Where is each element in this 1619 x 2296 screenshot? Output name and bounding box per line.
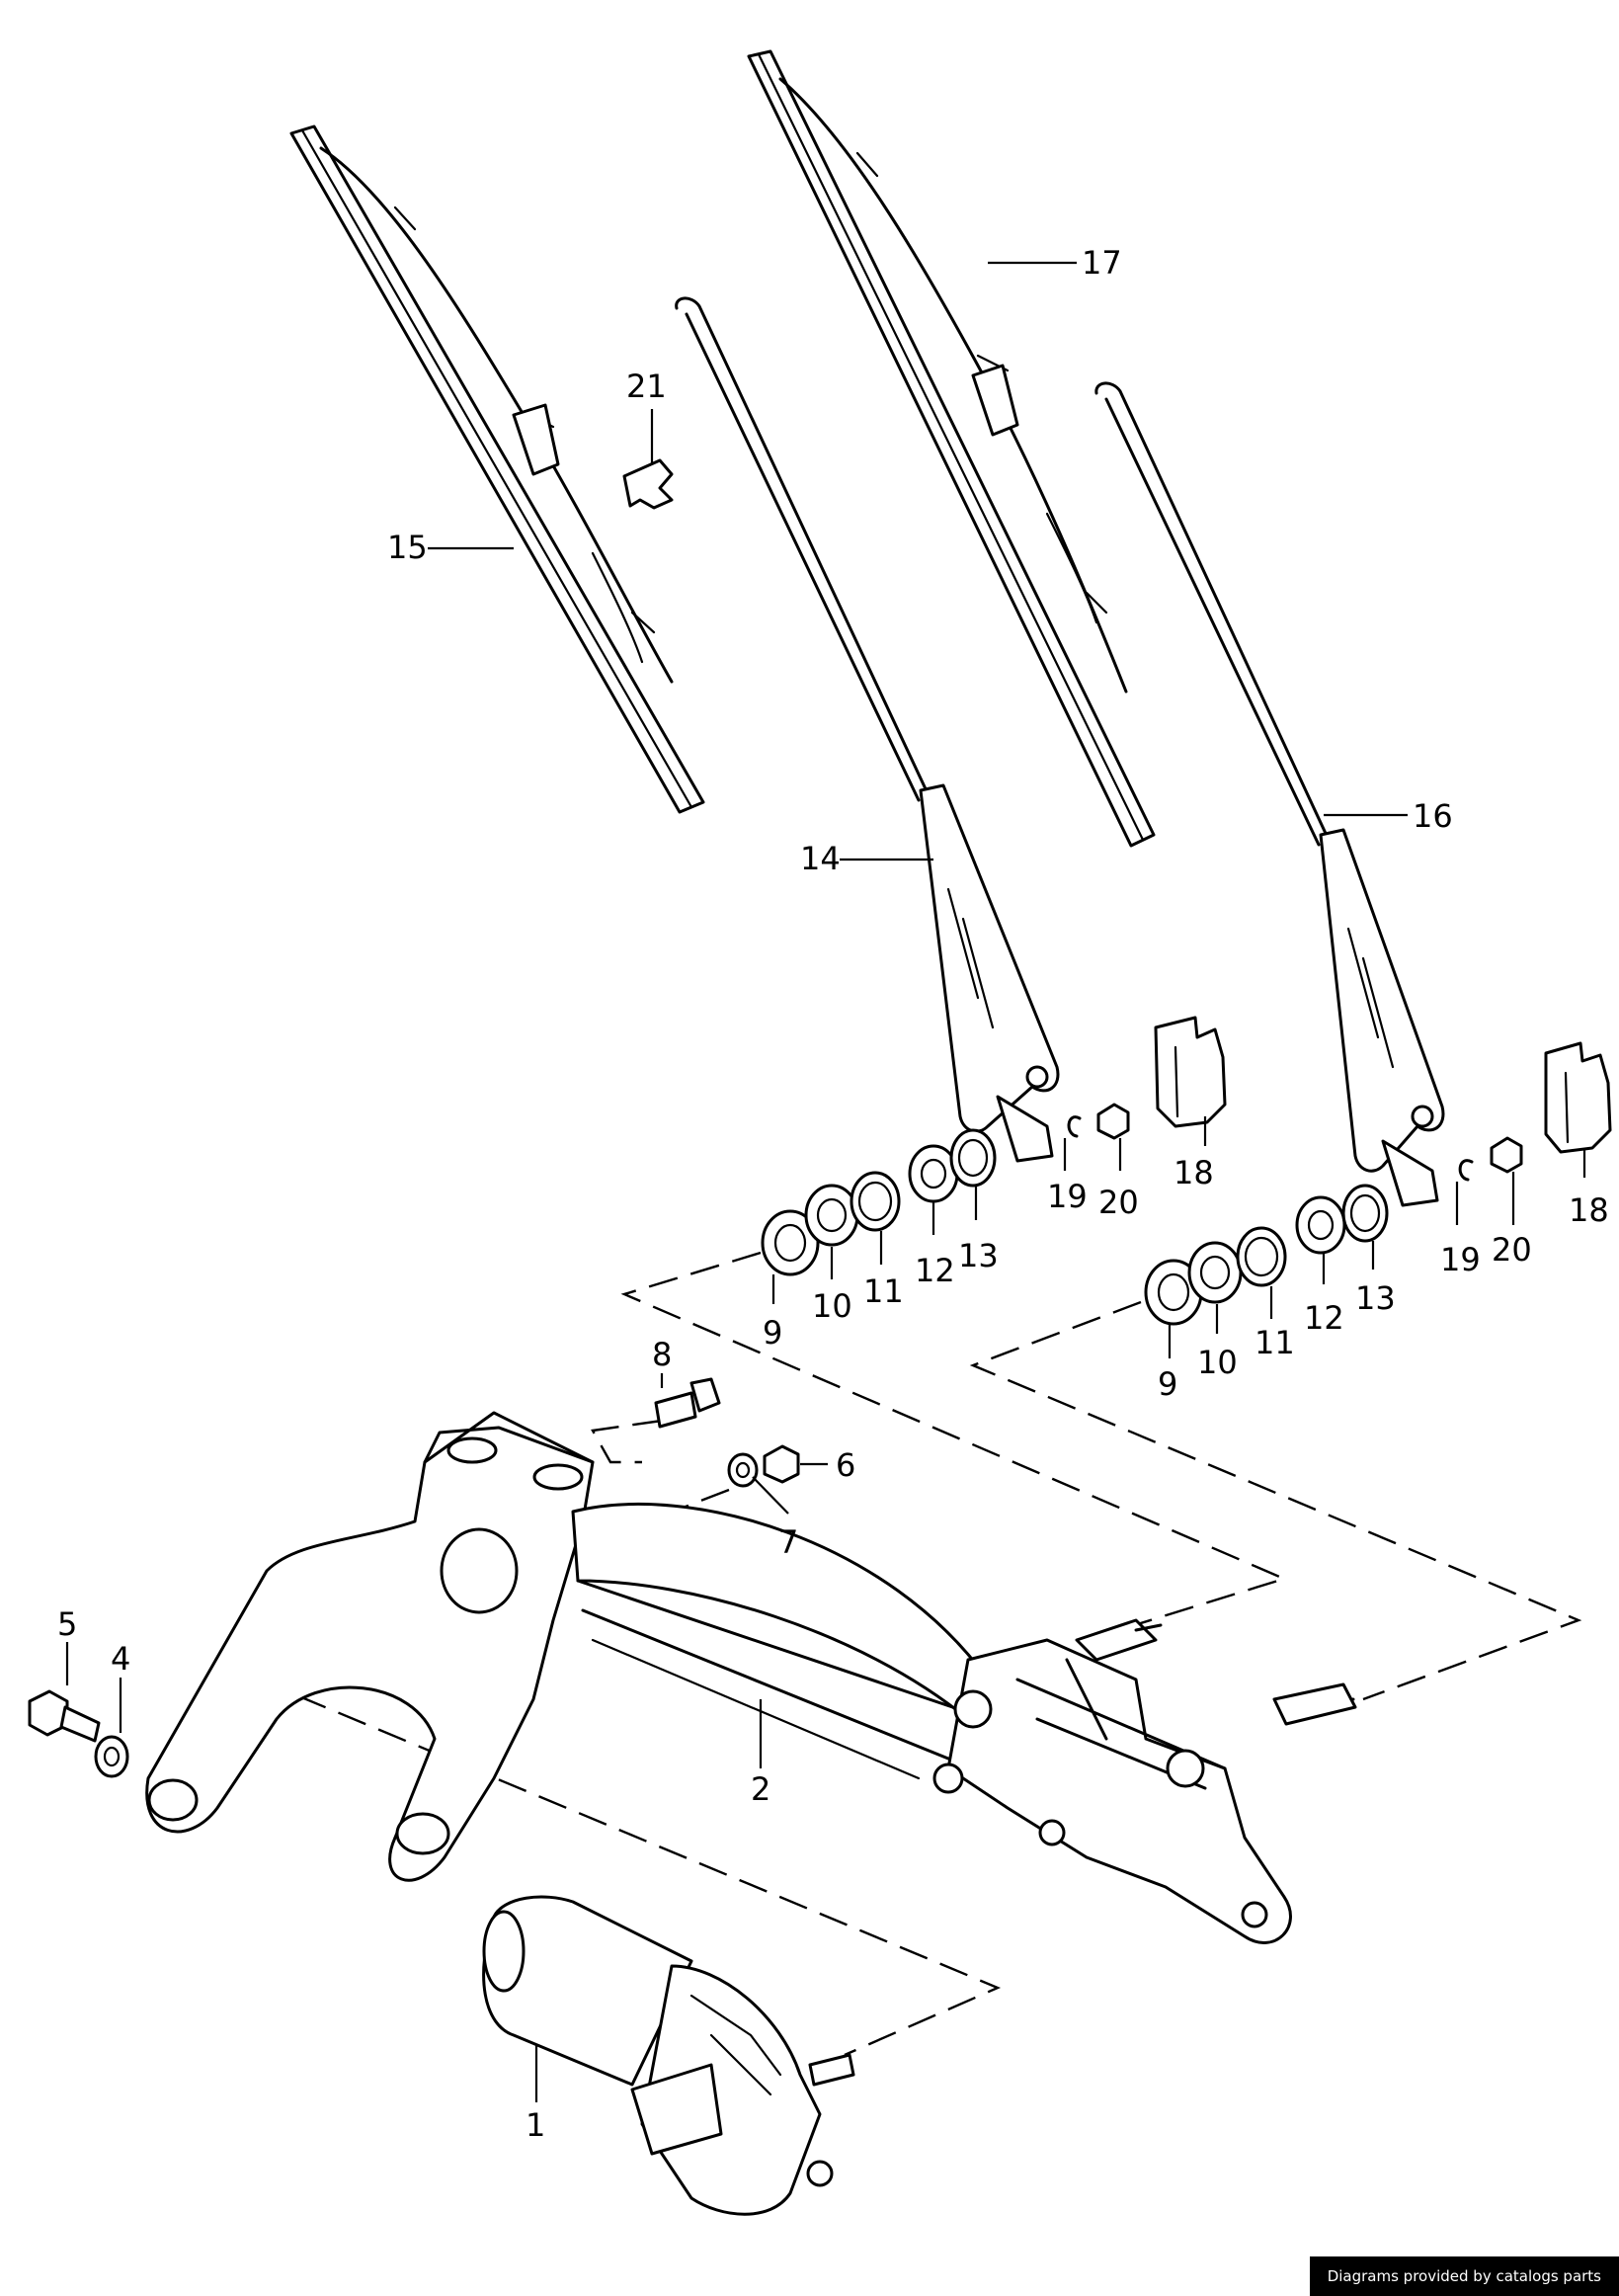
- hardware-set-b[interactable]: [1144, 1136, 1523, 1326]
- label-p11b: 11: [1255, 1324, 1295, 1361]
- label-p20b: 20: [1492, 1231, 1532, 1269]
- label-p12b: 12: [1304, 1299, 1344, 1337]
- wiper-arm-14[interactable]: [675, 296, 1060, 1163]
- wiper-blade-15[interactable]: [289, 124, 705, 814]
- label-p11a: 11: [863, 1272, 904, 1310]
- cover-cap-18a[interactable]: [1154, 1016, 1227, 1128]
- washer-4[interactable]: [94, 1735, 129, 1778]
- wiper-motor-1[interactable]: [482, 1895, 855, 2216]
- washer-7[interactable]: [727, 1452, 759, 1488]
- label-p8: 8: [652, 1336, 672, 1373]
- label-p1: 1: [526, 2106, 545, 2144]
- bolt-8[interactable]: [654, 1377, 721, 1429]
- clip-21[interactable]: [622, 458, 674, 510]
- label-p19b: 19: [1440, 1241, 1481, 1278]
- label-p19a: 19: [1047, 1178, 1088, 1215]
- wiper-arm-16[interactable]: [1094, 381, 1445, 1207]
- label-p2: 2: [751, 1770, 770, 1808]
- label-p10b: 10: [1197, 1344, 1238, 1381]
- footer-credit: Diagrams provided by catalogs parts: [1309, 2256, 1619, 2296]
- bolt-5[interactable]: [28, 1689, 101, 1743]
- label-p20a: 20: [1098, 1184, 1139, 1221]
- label-p13b: 13: [1355, 1279, 1396, 1317]
- label-p9a: 9: [763, 1314, 782, 1352]
- part-labels: 15 17 14 16 21 18 18 19 20 19 20 9 10 11…: [57, 244, 1609, 2144]
- label-p6: 6: [836, 1446, 855, 1484]
- cover-cap-18b[interactable]: [1544, 1041, 1612, 1154]
- label-p7: 7: [778, 1523, 798, 1561]
- label-p5: 5: [57, 1605, 77, 1643]
- label-p17: 17: [1082, 244, 1122, 282]
- label-p18b: 18: [1569, 1191, 1609, 1229]
- nut-6[interactable]: [763, 1444, 800, 1484]
- leader-lines: [65, 261, 1586, 2102]
- label-p14: 14: [800, 840, 841, 877]
- label-p12a: 12: [915, 1252, 955, 1289]
- wiper-linkage-frame-2[interactable]: [145, 1411, 1357, 1944]
- label-p10a: 10: [812, 1287, 852, 1325]
- label-p9b: 9: [1158, 1365, 1177, 1403]
- label-p16: 16: [1413, 797, 1453, 835]
- label-p4: 4: [111, 1640, 130, 1678]
- label-p15: 15: [387, 529, 428, 566]
- hardware-set-a[interactable]: [761, 1103, 1130, 1276]
- label-p21: 21: [626, 368, 667, 405]
- label-p18a: 18: [1174, 1154, 1214, 1191]
- label-p13a: 13: [958, 1237, 999, 1274]
- wiper-blade-17[interactable]: [747, 49, 1156, 848]
